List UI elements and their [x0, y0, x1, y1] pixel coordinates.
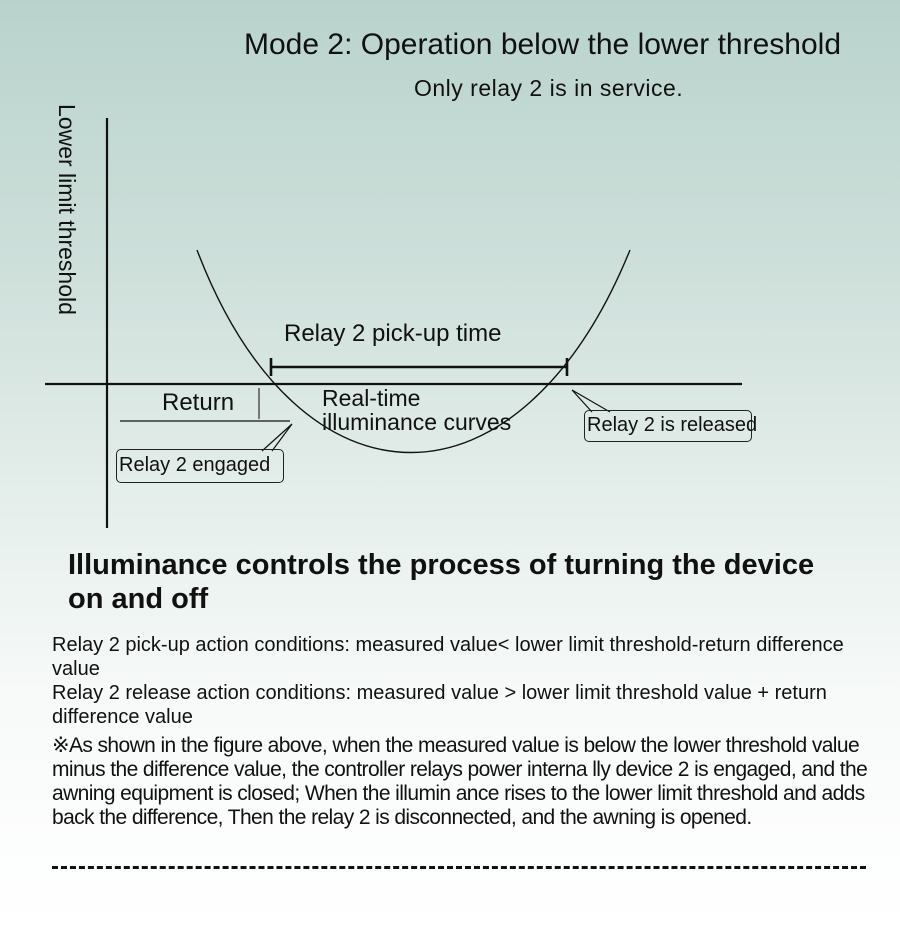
pickup-condition-text: Relay 2 pick-up action conditions: measu… [52, 634, 844, 680]
dashed-divider [52, 866, 866, 869]
explanation-note: ※As shown in the figure above, when the … [52, 734, 868, 829]
threshold-diagram [45, 118, 742, 528]
page-subtitle: Only relay 2 is in service. [414, 75, 684, 101]
relay-released-callout: Relay 2 is released [584, 410, 757, 442]
relay-engaged-callout: Relay 2 engaged [116, 449, 284, 483]
curve-label-line2: illuminance curves [322, 409, 512, 435]
illuminance-curve [196, 249, 631, 453]
section-heading: Illuminance controls the process of turn… [68, 549, 815, 615]
curve-label-line1: Real-time [322, 385, 421, 411]
release-condition-text: Relay 2 release action conditions: measu… [52, 682, 827, 728]
engaged-callout-pointer [261, 423, 293, 452]
pickup-time-label: Relay 2 pick-up time [284, 320, 502, 347]
y-axis-label: Lower limit threshold [54, 104, 80, 315]
released-callout-pointer [571, 389, 611, 413]
curve-label: Real-time illuminance curves [322, 386, 511, 434]
page-title: Mode 2: Operation below the lower thresh… [244, 28, 842, 61]
return-label: Return [162, 389, 235, 416]
